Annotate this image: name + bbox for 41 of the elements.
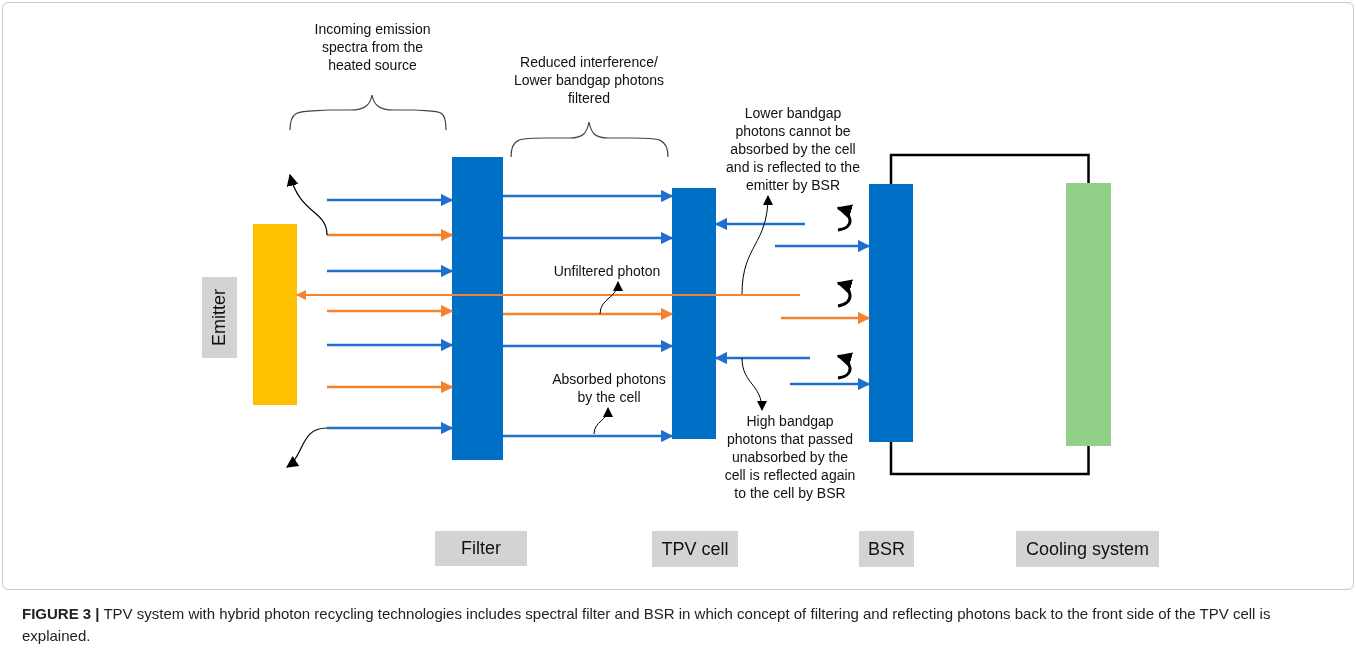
emitter-bar — [253, 224, 297, 405]
photon-arrow — [327, 228, 454, 242]
component-label: TPV cell — [652, 531, 738, 567]
photon-arrow — [775, 239, 871, 253]
leader-line — [599, 281, 623, 315]
wire — [889, 153, 1090, 184]
leader-line — [593, 407, 613, 435]
photon-arrow — [296, 290, 801, 300]
photon-arrow — [714, 351, 810, 365]
component-label: Emitter — [202, 277, 237, 358]
photon-arrow — [327, 338, 454, 352]
annotation-text: Lower bandgap photons cannot be absorbed by the cell and is reflected to the emitter by BSR — [718, 104, 868, 194]
leader-line — [741, 357, 767, 411]
component-label: Cooling system — [1016, 531, 1159, 567]
photon-arrow — [503, 189, 674, 203]
photon-arrow — [503, 429, 674, 443]
wire — [889, 442, 1090, 476]
photon-arrow — [714, 217, 805, 231]
component-label: Filter — [435, 531, 527, 566]
annotation-text: Reduced interference/ Lower bandgap photons filtered — [512, 53, 666, 107]
reflector-bar — [869, 184, 913, 442]
annotation-text: Unfiltered photon — [548, 262, 666, 280]
component-label: BSR — [859, 531, 914, 567]
cooling-bar — [1066, 183, 1111, 446]
annotation-text: Absorbed photons by the cell — [548, 370, 670, 406]
annotation-text: High bandgap photons that passed unabsorbed by the cell is reflected again to the cell by BSR — [724, 412, 856, 522]
photon-arrow — [327, 264, 454, 278]
photon-arrow — [781, 311, 871, 325]
photon-arrow — [503, 339, 674, 353]
photon-arrow — [790, 377, 871, 391]
photon-arrow — [327, 421, 454, 435]
annotation-text: Incoming emission spectra from the heated source — [313, 20, 432, 74]
photon-arrow — [503, 307, 674, 321]
cell-bar — [672, 188, 716, 439]
photon-arrow — [503, 231, 674, 245]
photon-arrow — [327, 380, 454, 394]
filter-bar — [452, 157, 503, 460]
photon-arrow — [327, 304, 454, 318]
leader-line — [741, 195, 773, 295]
photon-arrow — [327, 193, 454, 207]
figure-caption: FIGURE 3 | TPV system with hybrid photon recycling technologies includes spectral filter and BSR in which concept of filtering and reflecting photons back to the front side of the TPV cell is explained. — [22, 604, 1272, 646]
